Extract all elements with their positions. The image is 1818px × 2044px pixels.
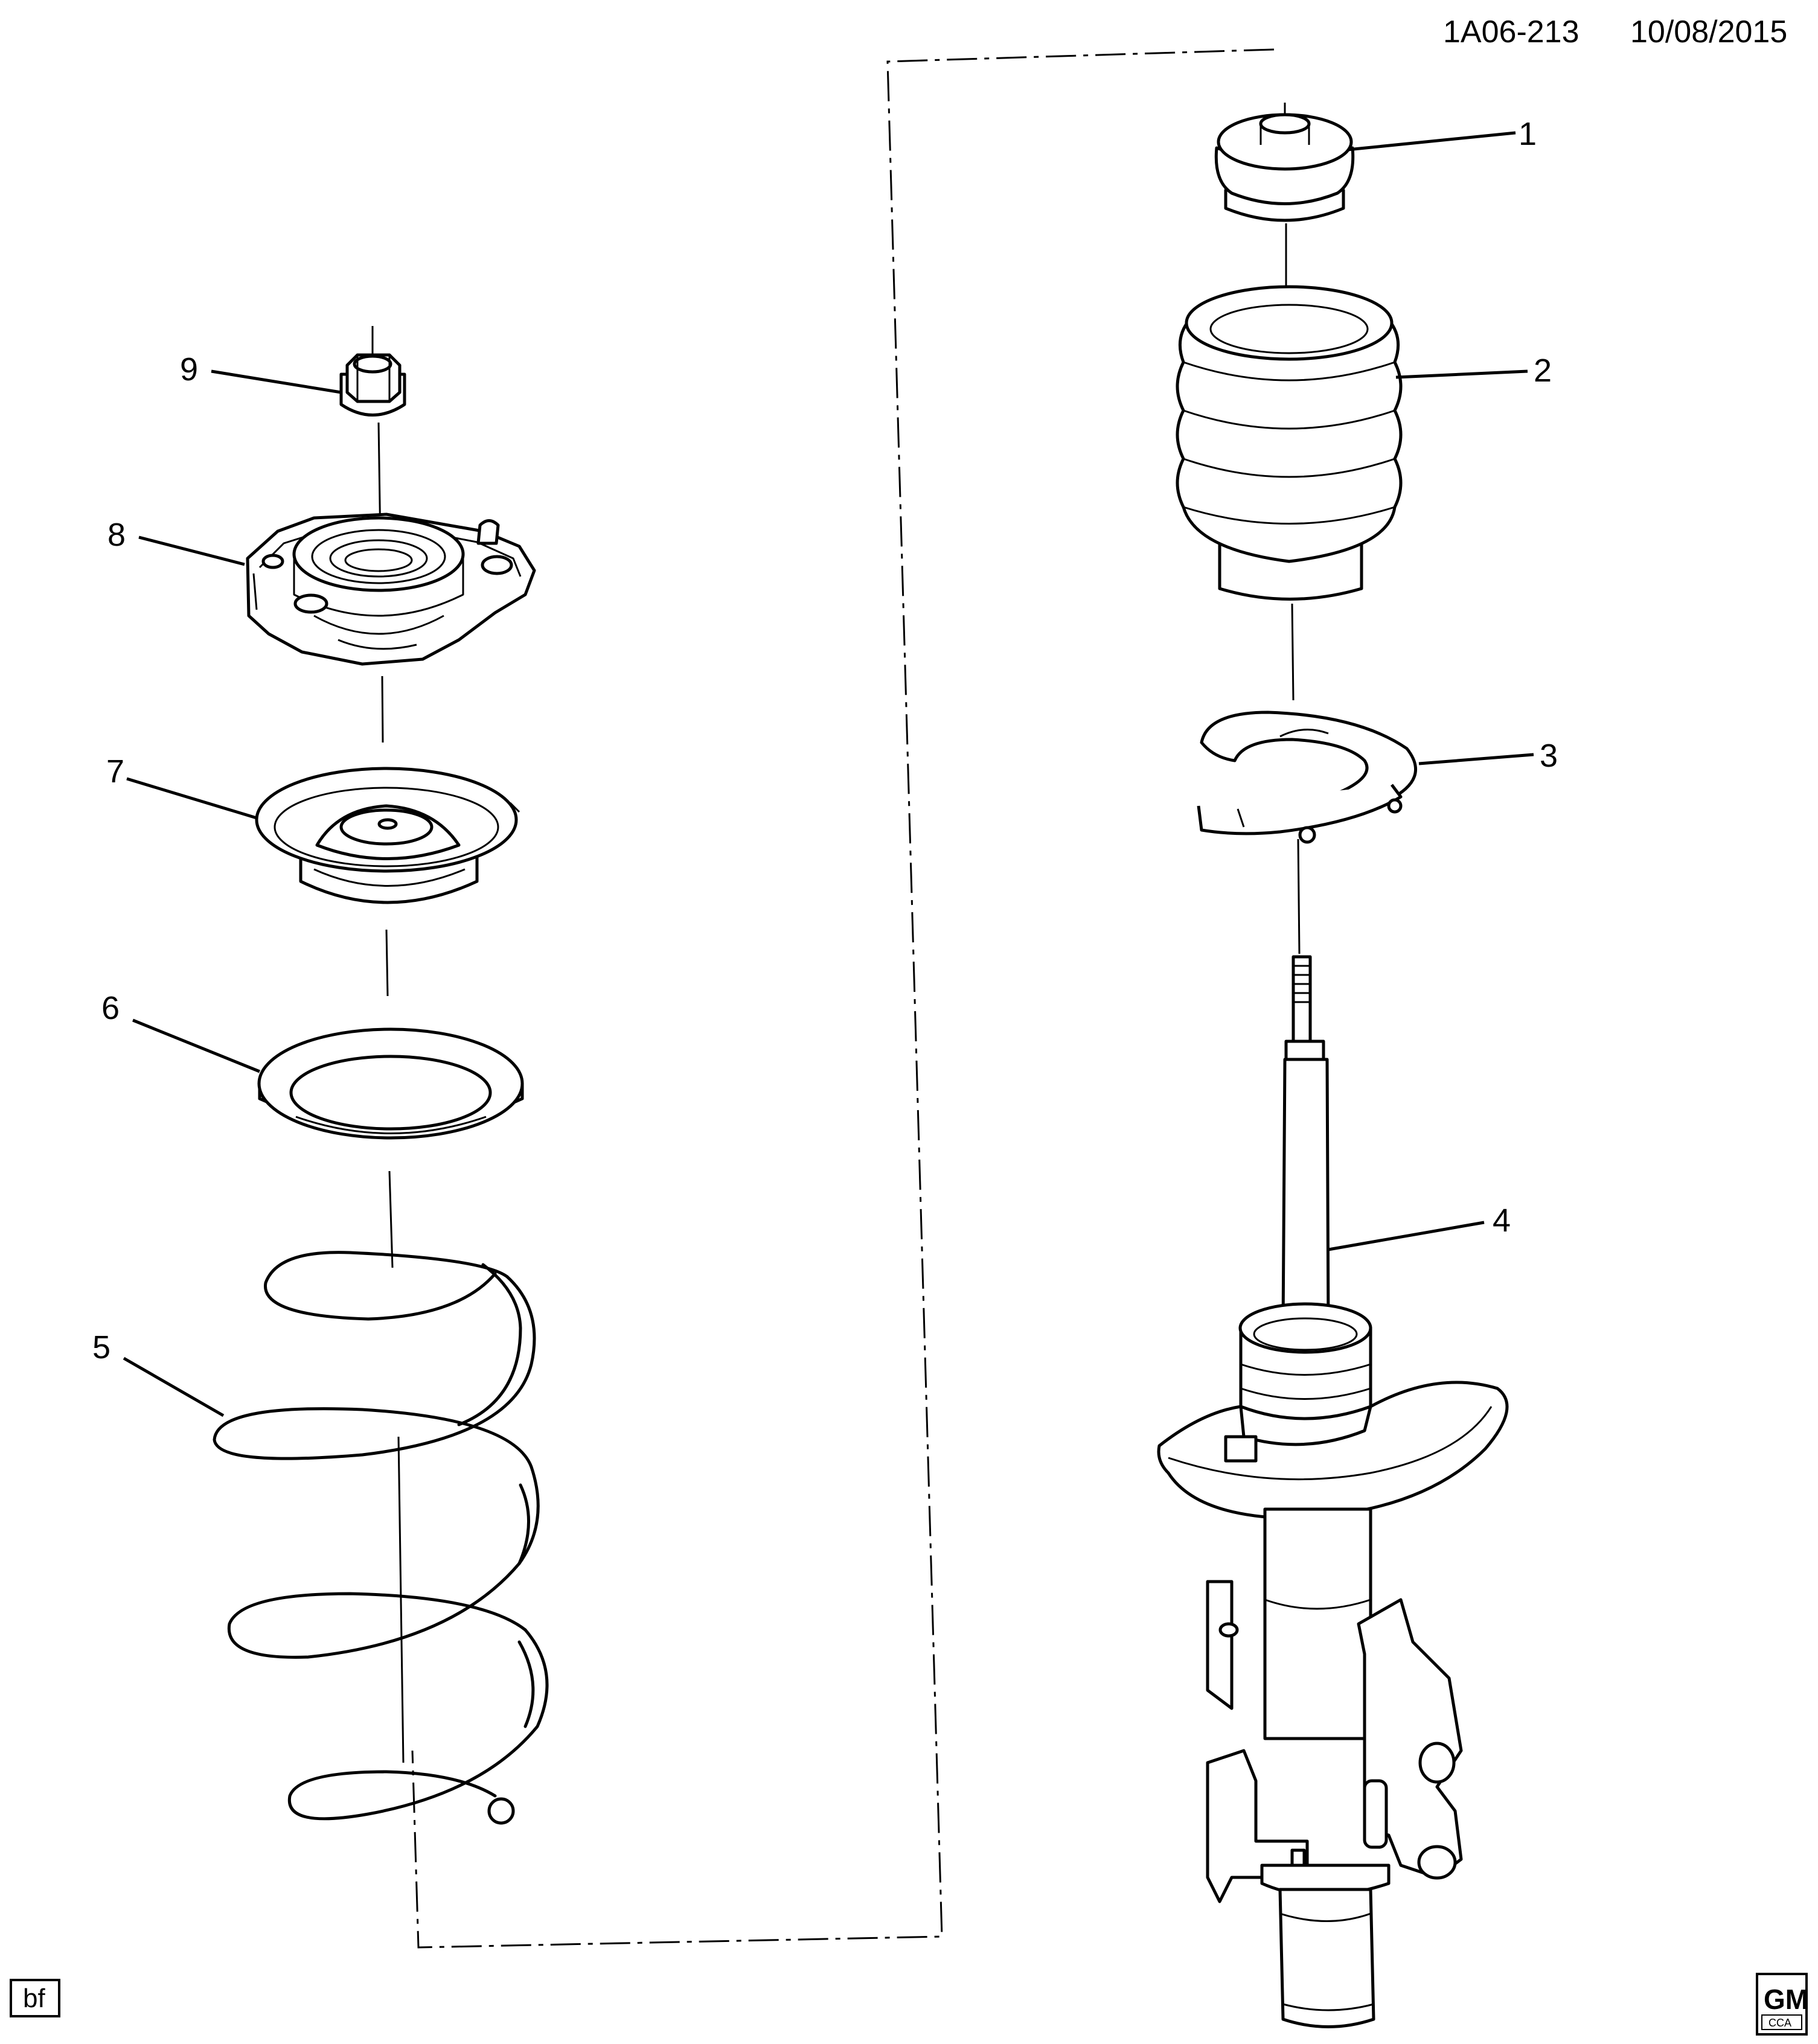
svg-text:bf: bf [23, 1984, 45, 2013]
part-1-jounce-bumper [1214, 113, 1355, 222]
svg-text:3: 3 [1540, 738, 1558, 774]
part-7-upper-spring-seat [255, 767, 520, 904]
svg-text:1: 1 [1519, 116, 1537, 152]
part-4-strut [1157, 955, 1509, 2028]
assembly-connector-line [411, 48, 1275, 1949]
callout-2: 2 [1395, 353, 1552, 389]
svg-text:6: 6 [101, 990, 120, 1026]
part-8-strut-mount [246, 513, 536, 666]
callout-4: 4 [1328, 1202, 1511, 1251]
callout-5: 5 [92, 1329, 225, 1417]
part-2-dust-boot [1176, 285, 1403, 601]
callout-3: 3 [1418, 738, 1558, 774]
part-9-nut [339, 353, 406, 417]
svg-text:GM: GM [1764, 1984, 1808, 2015]
gm-logo: GM CCA [1756, 1973, 1808, 2036]
drawing-id: 1A06-213 [1443, 14, 1580, 50]
part-3-lower-spring-seat [1197, 711, 1417, 844]
part-5-coil-spring [213, 1251, 549, 1825]
svg-text:8: 8 [107, 517, 126, 553]
svg-text:7: 7 [106, 753, 124, 790]
svg-text:4: 4 [1493, 1202, 1511, 1239]
initials-box: bf [10, 1979, 60, 2017]
svg-text:CCA: CCA [1768, 2017, 1791, 2029]
callout-6: 6 [101, 990, 260, 1073]
callout-1: 1 [1347, 116, 1537, 152]
svg-text:2: 2 [1534, 353, 1552, 389]
svg-text:5: 5 [92, 1329, 110, 1365]
drawing-date: 10/08/2015 [1630, 14, 1787, 50]
callout-7: 7 [106, 753, 257, 820]
part-6-spring-insulator [257, 1027, 524, 1140]
callout-8: 8 [107, 517, 245, 566]
callout-9: 9 [180, 351, 342, 394]
svg-text:9: 9 [180, 351, 198, 388]
